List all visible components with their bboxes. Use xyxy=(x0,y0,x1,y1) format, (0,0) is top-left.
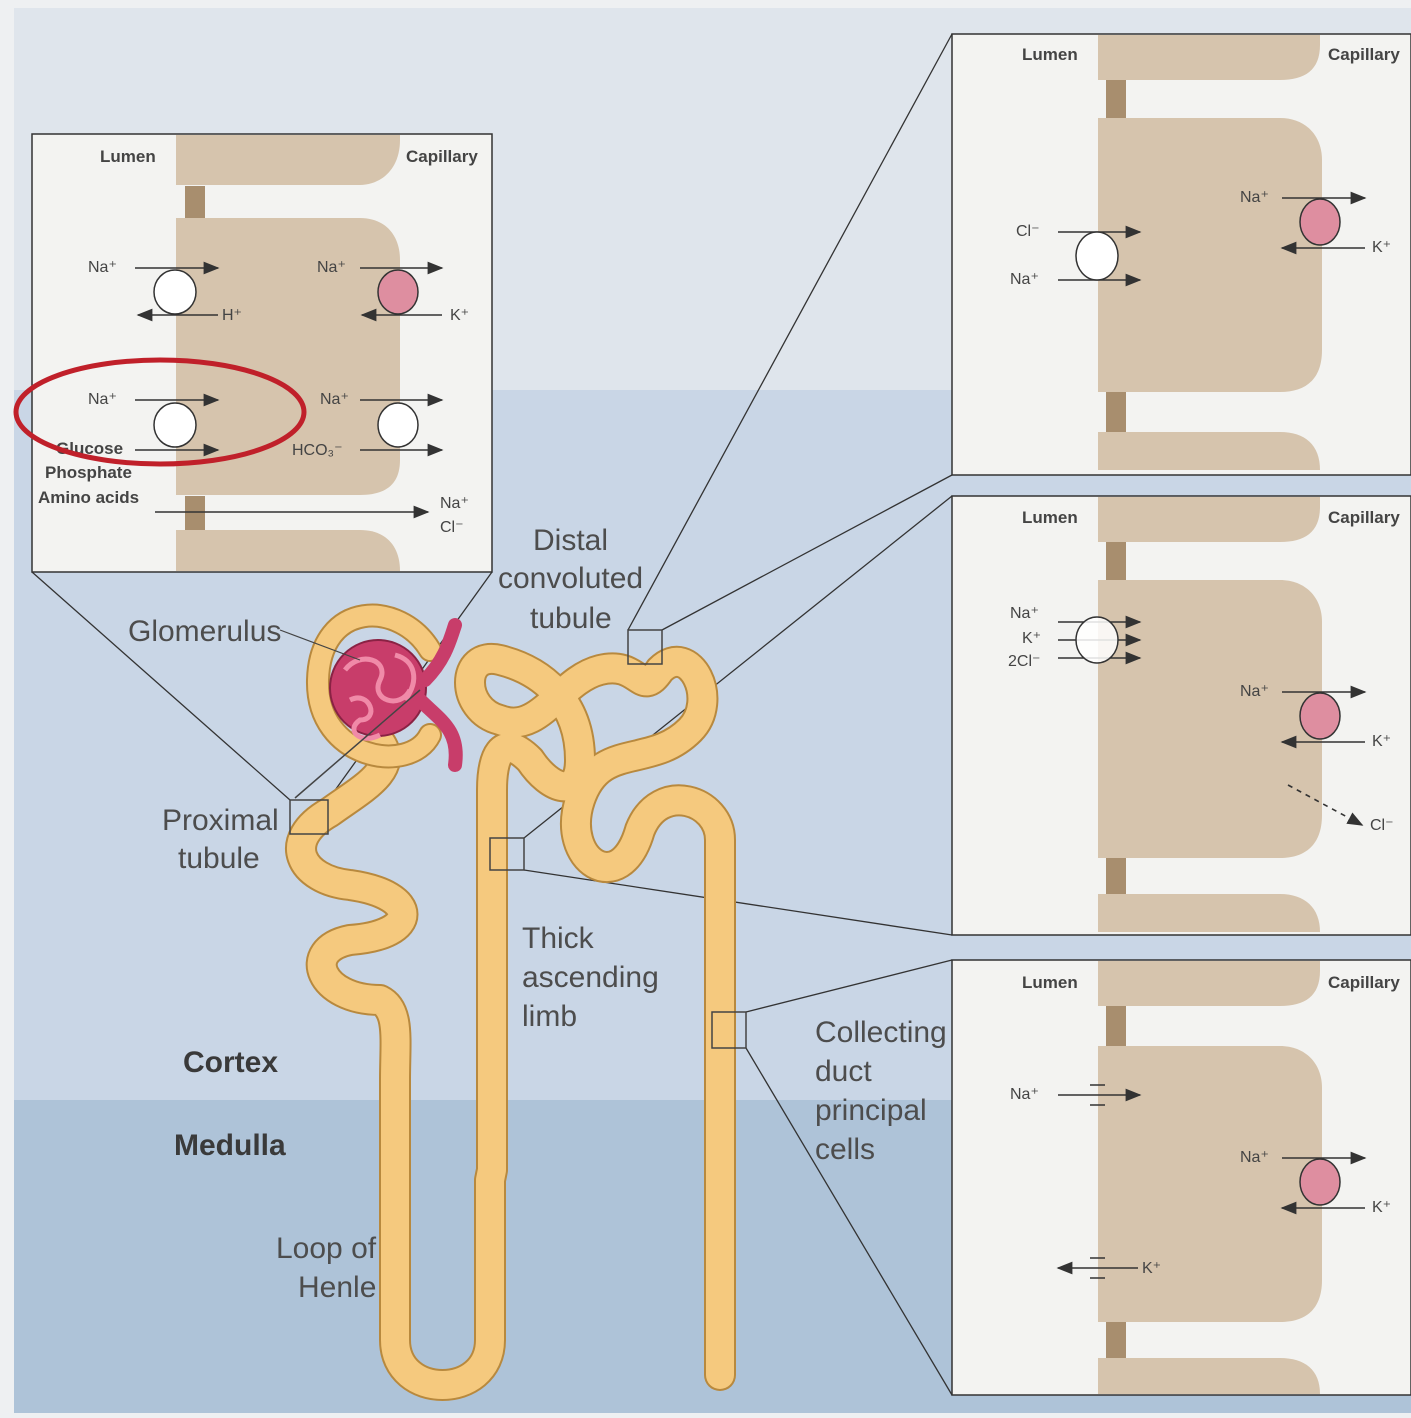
proximal-tubule-panel: Lumen Capillary Na⁺ H⁺ Na⁺ K⁺ Na⁺ Glucos… xyxy=(16,134,492,572)
prox-na4: Na⁺ xyxy=(320,391,349,408)
cortex-label: Cortex xyxy=(183,1046,278,1079)
distal-lumen-label: Lumen xyxy=(1022,45,1078,64)
distal-label-2: convoluted xyxy=(498,562,643,595)
thick-label-3: limb xyxy=(522,1000,577,1033)
distal-label-3: tubule xyxy=(530,602,612,635)
prox-na5: Na⁺ xyxy=(440,495,469,512)
collecting-na1: Na⁺ xyxy=(1010,1086,1039,1103)
prox-na3: Na⁺ xyxy=(88,391,117,408)
thick-cl: Cl⁻ xyxy=(1370,817,1394,834)
thick-label-2: ascending xyxy=(522,961,659,994)
thick-label-1: Thick xyxy=(522,922,595,955)
prox-k: K⁺ xyxy=(450,307,469,324)
distal-capillary-label: Capillary xyxy=(1328,45,1400,64)
collecting-k1: K⁺ xyxy=(1142,1260,1161,1277)
thick-k1: K⁺ xyxy=(1022,630,1041,647)
thick-na1: Na⁺ xyxy=(1010,605,1039,622)
proximal-lumen-label: Lumen xyxy=(100,147,156,166)
prox-cl: Cl⁻ xyxy=(440,519,464,536)
thick-k2: K⁺ xyxy=(1372,733,1391,750)
collecting-label-3: principal xyxy=(815,1094,927,1127)
collecting-label-4: cells xyxy=(815,1133,875,1166)
collecting-k2: K⁺ xyxy=(1372,1199,1391,1216)
distal-label-1: Distal xyxy=(533,524,608,557)
thick-2cl: 2Cl⁻ xyxy=(1008,653,1040,670)
prox-hco3: HCO₃⁻ xyxy=(292,442,343,459)
thick-ascending-panel: Lumen Capillary Na⁺ K⁺ 2Cl⁻ Na⁺ K⁺ Cl⁻ xyxy=(952,496,1411,935)
proximal-capillary-label: Capillary xyxy=(406,147,478,166)
collecting-label-2: duct xyxy=(815,1055,872,1088)
collecting-duct-panel: Lumen Capillary Na⁺ K⁺ Na⁺ K⁺ xyxy=(952,960,1411,1395)
distal-na1: Na⁺ xyxy=(1010,271,1039,288)
collecting-lumen-label: Lumen xyxy=(1022,973,1078,992)
glomerulus-label: Glomerulus xyxy=(128,615,281,648)
collecting-na2: Na⁺ xyxy=(1240,1149,1269,1166)
proximal-label-1: Proximal xyxy=(162,804,279,837)
loop-label-1: Loop of xyxy=(276,1232,377,1265)
prox-na2: Na⁺ xyxy=(317,259,346,276)
collecting-capillary-label: Capillary xyxy=(1328,973,1400,992)
loop-label-2: Henle xyxy=(298,1271,376,1304)
prox-phosphate: Phosphate xyxy=(45,463,132,482)
distal-cl: Cl⁻ xyxy=(1016,223,1040,240)
proximal-label-2: tubule xyxy=(178,842,260,875)
thick-lumen-label: Lumen xyxy=(1022,508,1078,527)
prox-na1: Na⁺ xyxy=(88,259,117,276)
thick-capillary-label: Capillary xyxy=(1328,508,1400,527)
collecting-label-1: Collecting xyxy=(815,1016,947,1049)
medulla-label: Medulla xyxy=(174,1129,286,1162)
thick-na2: Na⁺ xyxy=(1240,683,1269,700)
prox-h: H⁺ xyxy=(222,307,242,324)
distal-na2: Na⁺ xyxy=(1240,189,1269,206)
distal-k: K⁺ xyxy=(1372,239,1391,256)
prox-amino: Amino acids xyxy=(38,488,139,507)
distal-tubule-panel: Lumen Capillary Cl⁻ Na⁺ Na⁺ K⁺ xyxy=(952,34,1411,475)
